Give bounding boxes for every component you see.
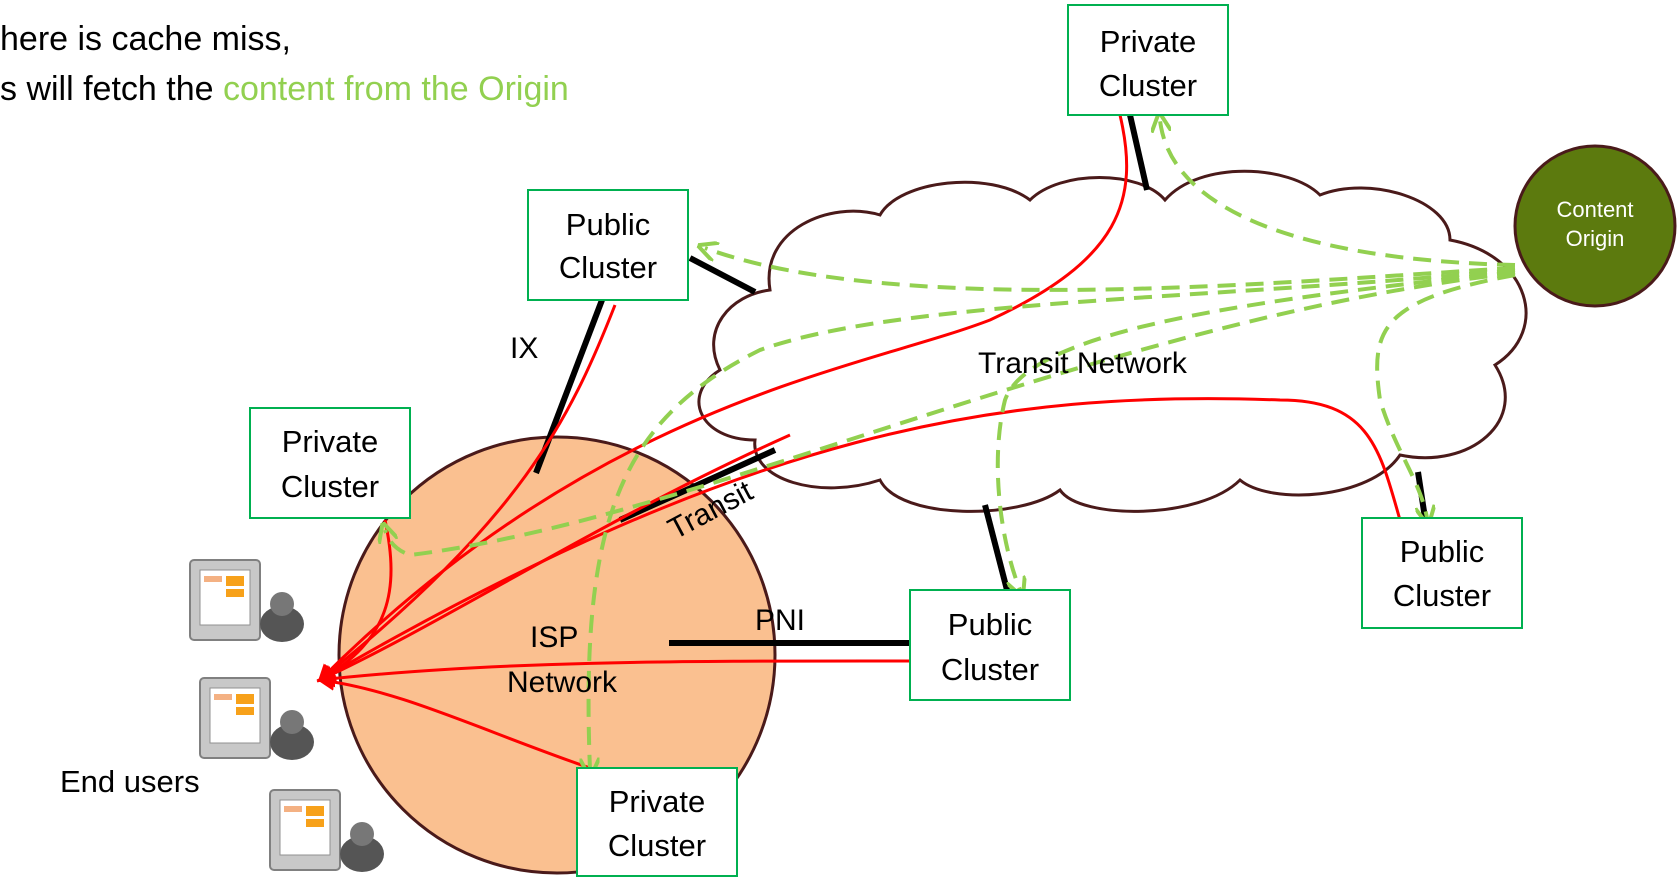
- isp-label-line-1: ISP: [530, 621, 578, 654]
- content-origin-circle: [1513, 144, 1677, 308]
- end-user-computer-icon-2: [199, 677, 314, 760]
- red-flows: [316, 114, 1402, 770]
- svg-text:Cluster: Cluster: [608, 828, 706, 863]
- svg-text:Public: Public: [1400, 534, 1484, 569]
- green-flows: [385, 120, 1516, 770]
- svg-text:Private: Private: [282, 424, 378, 459]
- private-cluster-left: Private Cluster: [249, 407, 411, 519]
- svg-text:Cluster: Cluster: [559, 250, 657, 285]
- intro-line-1: here is cache miss,: [0, 20, 291, 59]
- intro-text-2: s will fetch the: [0, 70, 223, 108]
- isp-network-circle: [337, 435, 777, 875]
- transit-cloud: [697, 169, 1528, 513]
- svg-text:Cluster: Cluster: [941, 652, 1039, 687]
- svg-text:Private: Private: [609, 784, 705, 819]
- svg-text:Cluster: Cluster: [1099, 68, 1197, 103]
- svg-text:Public: Public: [566, 207, 650, 242]
- end-user-computer-icon-3: [269, 789, 384, 872]
- private-cluster-top: Private Cluster: [1067, 4, 1229, 116]
- intro-line-2: s will fetch the content from the Origin: [0, 70, 569, 109]
- intro-highlight: content from the Origin: [222, 70, 569, 108]
- svg-text:Cluster: Cluster: [1393, 578, 1491, 613]
- public-cluster-upper: Public Cluster: [527, 189, 689, 301]
- private-cluster-bottom: Private Cluster: [576, 767, 738, 877]
- pni-link-label: PNI: [755, 604, 805, 637]
- ix-link-label: IX: [510, 332, 538, 365]
- intro-text-1: here is cache miss,: [0, 20, 291, 58]
- svg-text:Cluster: Cluster: [281, 469, 379, 504]
- transit-network-label: Transit Network: [978, 347, 1188, 380]
- end-user-computer-icon-1: [189, 559, 304, 642]
- svg-text:Public: Public: [948, 607, 1032, 642]
- public-cluster-pni: Public Cluster: [909, 589, 1071, 701]
- end-users-label: End users: [60, 764, 200, 799]
- isp-label-line-2: Network: [507, 666, 618, 699]
- origin-label-line-2: Origin: [1566, 226, 1625, 251]
- origin-label-line-1: Content: [1556, 197, 1633, 222]
- public-cluster-right: Public Cluster: [1361, 517, 1523, 629]
- svg-text:Private: Private: [1100, 24, 1196, 59]
